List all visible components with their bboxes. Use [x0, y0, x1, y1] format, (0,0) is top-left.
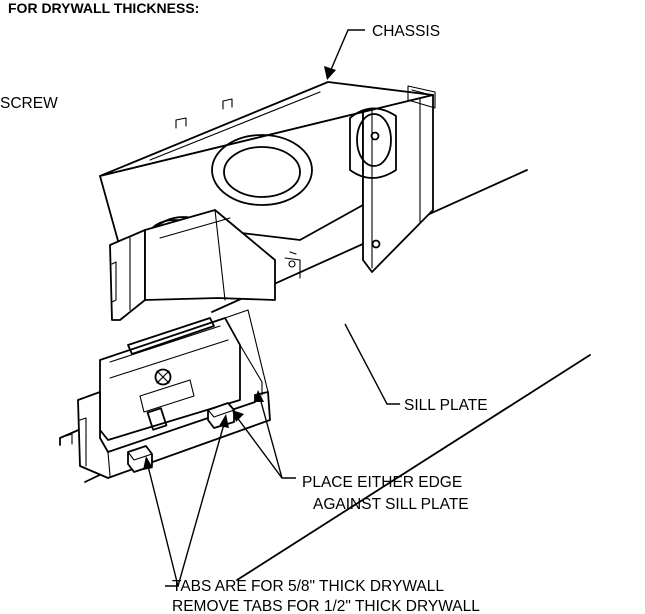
screw-label: SCREW [0, 95, 58, 112]
leader-lines [143, 29, 400, 587]
edge-label-line2: AGAINST SILL PLATE [313, 496, 469, 513]
sill-plate-label: SILL PLATE [404, 397, 488, 414]
edge-label-line1: PLACE EITHER EDGE [302, 474, 462, 491]
tabs-arrowhead-a [143, 456, 153, 470]
header-label: FOR DRYWALL THICKNESS: [8, 0, 199, 16]
tabs-arrowhead-b [219, 414, 229, 428]
tabs-label-line1: TABS ARE FOR 5/8" THICK DRYWALL [172, 578, 444, 595]
labels: FOR DRYWALL THICKNESS: CHASSIS SCREW SIL… [0, 0, 488, 614]
chassis-label: CHASSIS [372, 23, 440, 40]
edge-arrowhead-a [232, 410, 244, 422]
tabs-label-line2: REMOVE TABS FOR 1/2" THICK DRYWALL [172, 598, 480, 614]
chassis-arrowhead [324, 66, 336, 80]
mounting-bracket [65, 209, 276, 479]
chassis [99, 81, 436, 279]
edge-arrowhead-b [254, 390, 264, 402]
